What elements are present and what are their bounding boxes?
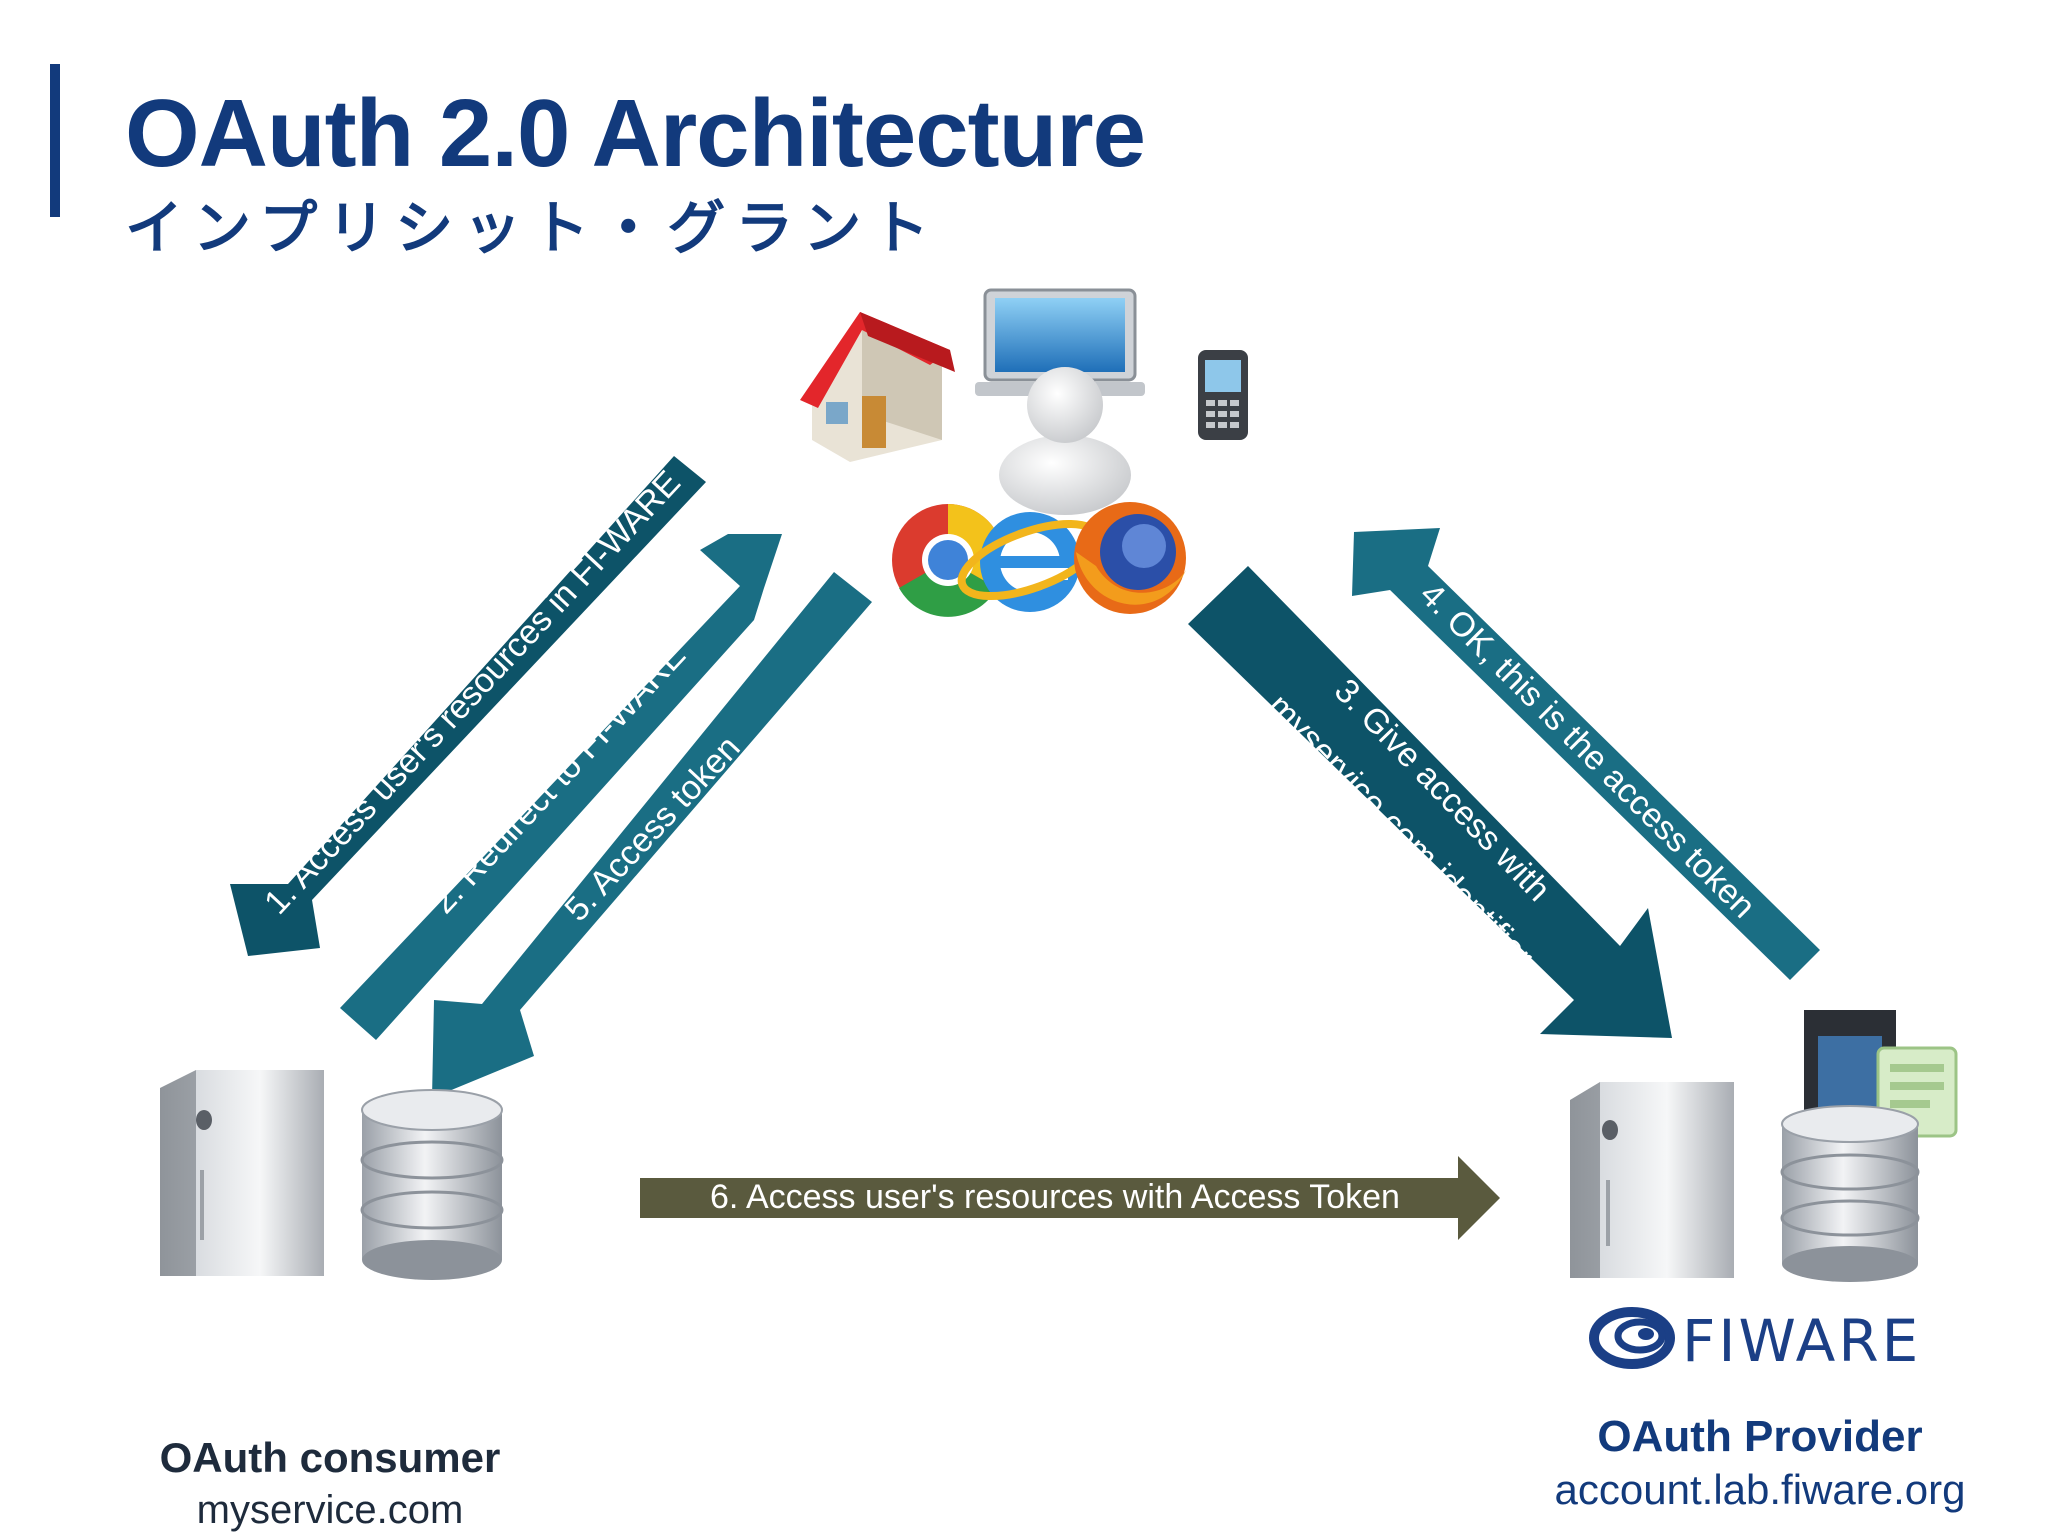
title-accent-bar [50,64,60,217]
internet-explorer-icon [957,512,1103,612]
chrome-icon [892,504,1005,617]
server-icon [160,1070,324,1276]
database-icon [1780,1105,1920,1282]
consumer-url: myservice.com [196,1488,464,1532]
house-icon [800,312,955,462]
provider-name: OAuth Provider [1597,1412,1923,1461]
database-icon [360,1089,504,1280]
provider-url: account.lab.fiware.org [1554,1466,1966,1513]
firefox-icon [1074,502,1186,614]
arrow-6-label: 6. Access user's resources with Access T… [710,1178,1400,1216]
consumer-name: OAuth consumer [159,1434,501,1481]
fiware-brand: FIWARE [1682,1307,1922,1375]
user-computer-icon [975,288,1145,515]
arrow-6-access-with-token: 6. Access user's resources with Access T… [640,1156,1500,1240]
mobile-phone-icon [1198,350,1248,440]
fiware-logo-icon [1589,1307,1675,1369]
slide-subtitle: インプリシット・グラント [125,196,940,261]
arrow-3-give-access: 3. Give access with myservice.com identi… [1188,566,1672,1038]
server-icon [1570,1082,1734,1278]
slide-title: OAuth 2.0 Architecture [125,80,1146,187]
